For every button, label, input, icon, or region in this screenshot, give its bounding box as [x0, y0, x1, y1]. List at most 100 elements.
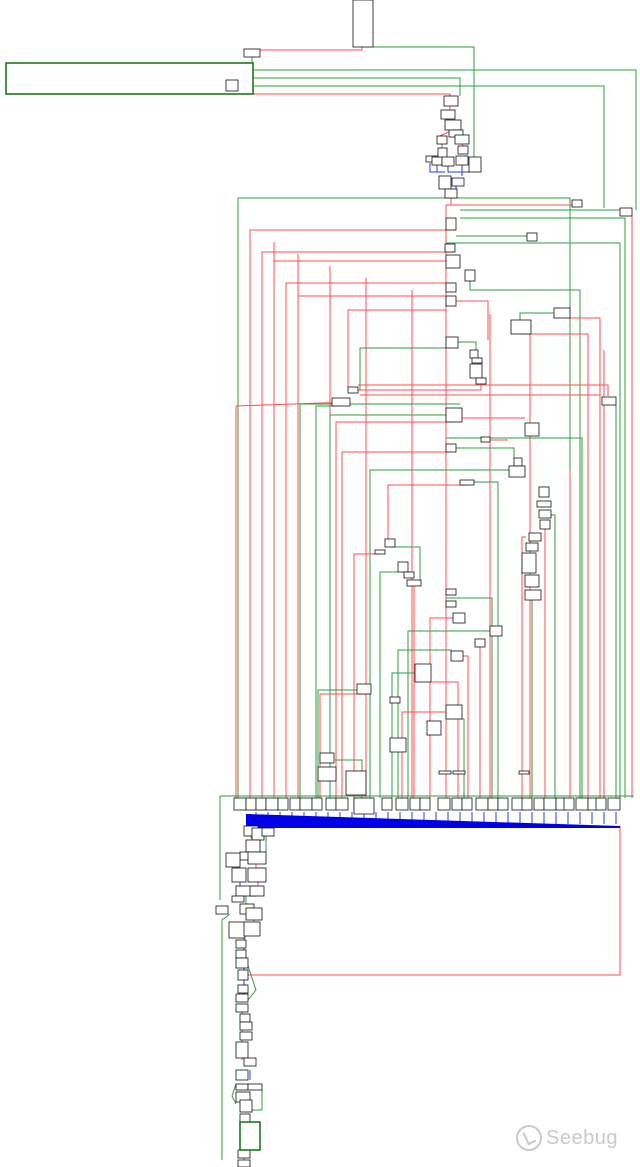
graph-node[interactable]	[239, 1013, 251, 1023]
graph-node[interactable]	[317, 766, 337, 782]
graph-node[interactable]	[237, 984, 249, 994]
switch-case-node[interactable]	[533, 797, 545, 811]
switch-case-node[interactable]	[381, 797, 393, 811]
graph-node[interactable]	[445, 407, 463, 423]
graph-node[interactable]	[601, 396, 617, 406]
graph-node[interactable]	[619, 207, 633, 217]
graph-node[interactable]	[438, 770, 452, 775]
entry-node[interactable]	[352, 0, 374, 48]
graph-node[interactable]	[331, 397, 351, 407]
graph-node[interactable]	[524, 422, 540, 437]
graph-node[interactable]	[243, 921, 261, 937]
graph-node[interactable]	[231, 895, 245, 903]
graph-node[interactable]	[444, 119, 462, 131]
graph-node[interactable]	[426, 720, 442, 736]
graph-node[interactable]	[414, 663, 432, 683]
selected-node[interactable]	[5, 62, 254, 95]
graph-node[interactable]	[445, 217, 457, 231]
graph-node[interactable]	[443, 95, 459, 107]
graph-node[interactable]	[319, 752, 335, 764]
graph-node[interactable]	[571, 199, 583, 208]
graph-node[interactable]	[261, 827, 275, 837]
graph-node[interactable]	[464, 269, 476, 282]
graph-node[interactable]	[508, 465, 526, 478]
graph-node[interactable]	[347, 386, 359, 394]
switch-case-node[interactable]	[277, 797, 289, 811]
graph-node[interactable]	[553, 307, 571, 319]
graph-node[interactable]	[437, 147, 448, 159]
switch-case-node[interactable]	[335, 797, 349, 811]
graph-node[interactable]	[440, 109, 456, 120]
graph-node[interactable]	[249, 885, 265, 897]
graph-node[interactable]	[235, 1069, 249, 1081]
graph-node[interactable]	[215, 905, 229, 915]
graph-node[interactable]	[538, 509, 552, 519]
graph-node[interactable]	[235, 957, 249, 969]
graph-node[interactable]	[528, 532, 542, 542]
graph-node[interactable]	[445, 295, 457, 307]
switch-case-node[interactable]	[451, 797, 463, 811]
switch-case-node[interactable]	[325, 797, 337, 811]
switch-case-node[interactable]	[437, 797, 451, 811]
graph-node[interactable]	[239, 1099, 253, 1113]
graph-node[interactable]	[345, 770, 367, 796]
graph-node[interactable]	[247, 1083, 263, 1091]
graph-node[interactable]	[237, 1159, 251, 1167]
switch-case-node[interactable]	[575, 797, 589, 811]
graph-node[interactable]	[480, 436, 491, 443]
graph-node[interactable]	[475, 377, 487, 385]
graph-node[interactable]	[471, 357, 483, 364]
graph-node[interactable]	[384, 538, 396, 548]
graph-node[interactable]	[489, 625, 503, 637]
switch-case-node[interactable]	[475, 797, 489, 811]
switch-case-node[interactable]	[595, 797, 607, 811]
graph-node[interactable]	[445, 336, 459, 349]
graph-node[interactable]	[406, 579, 422, 587]
switch-case-node[interactable]	[409, 797, 421, 811]
graph-node[interactable]	[510, 319, 532, 335]
switch-case-node[interactable]	[289, 797, 301, 811]
graph-node[interactable]	[245, 839, 261, 853]
graph-node[interactable]	[239, 1113, 251, 1123]
graph-node[interactable]	[237, 969, 249, 981]
graph-node[interactable]	[445, 282, 457, 293]
graph-node[interactable]	[245, 907, 263, 921]
graph-node[interactable]	[536, 500, 552, 508]
graph-node[interactable]	[524, 589, 542, 601]
graph-node[interactable]	[538, 486, 550, 498]
graph-node[interactable]	[525, 542, 539, 552]
graph-node[interactable]	[247, 867, 267, 883]
switch-case-node[interactable]	[233, 797, 247, 811]
graph-node[interactable]	[455, 155, 469, 166]
graph-node[interactable]	[389, 737, 407, 753]
graph-nodes[interactable]	[5, 0, 633, 1167]
graph-node[interactable]	[441, 156, 455, 167]
graph-node[interactable]	[445, 254, 461, 269]
graph-node[interactable]	[521, 552, 537, 574]
graph-node[interactable]	[526, 232, 538, 242]
graph-node[interactable]	[389, 696, 401, 704]
graph-node[interactable]	[356, 683, 372, 695]
graph-node[interactable]	[457, 145, 469, 155]
graph-node[interactable]	[469, 349, 479, 359]
switch-case-node[interactable]	[487, 797, 499, 811]
switch-case-node[interactable]	[299, 797, 313, 811]
switch-case-node[interactable]	[265, 797, 279, 811]
graph-node[interactable]	[513, 457, 523, 467]
graph-node[interactable]	[518, 770, 530, 775]
switch-case-node[interactable]	[353, 797, 375, 815]
graph-node[interactable]	[374, 549, 386, 555]
graph-node[interactable]	[452, 612, 466, 624]
graph-node[interactable]	[243, 48, 261, 58]
switch-case-node[interactable]	[497, 797, 509, 811]
graph-node[interactable]	[539, 519, 551, 530]
graph-node[interactable]	[235, 1003, 249, 1013]
switch-case-node[interactable]	[245, 797, 257, 811]
switch-case-node[interactable]	[311, 797, 323, 811]
graph-node[interactable]	[436, 135, 448, 145]
switch-case-node[interactable]	[521, 797, 533, 811]
graph-node[interactable]	[450, 650, 464, 662]
switch-case-node[interactable]	[607, 797, 621, 811]
graph-node[interactable]	[237, 1149, 251, 1159]
graph-node[interactable]	[445, 588, 457, 596]
